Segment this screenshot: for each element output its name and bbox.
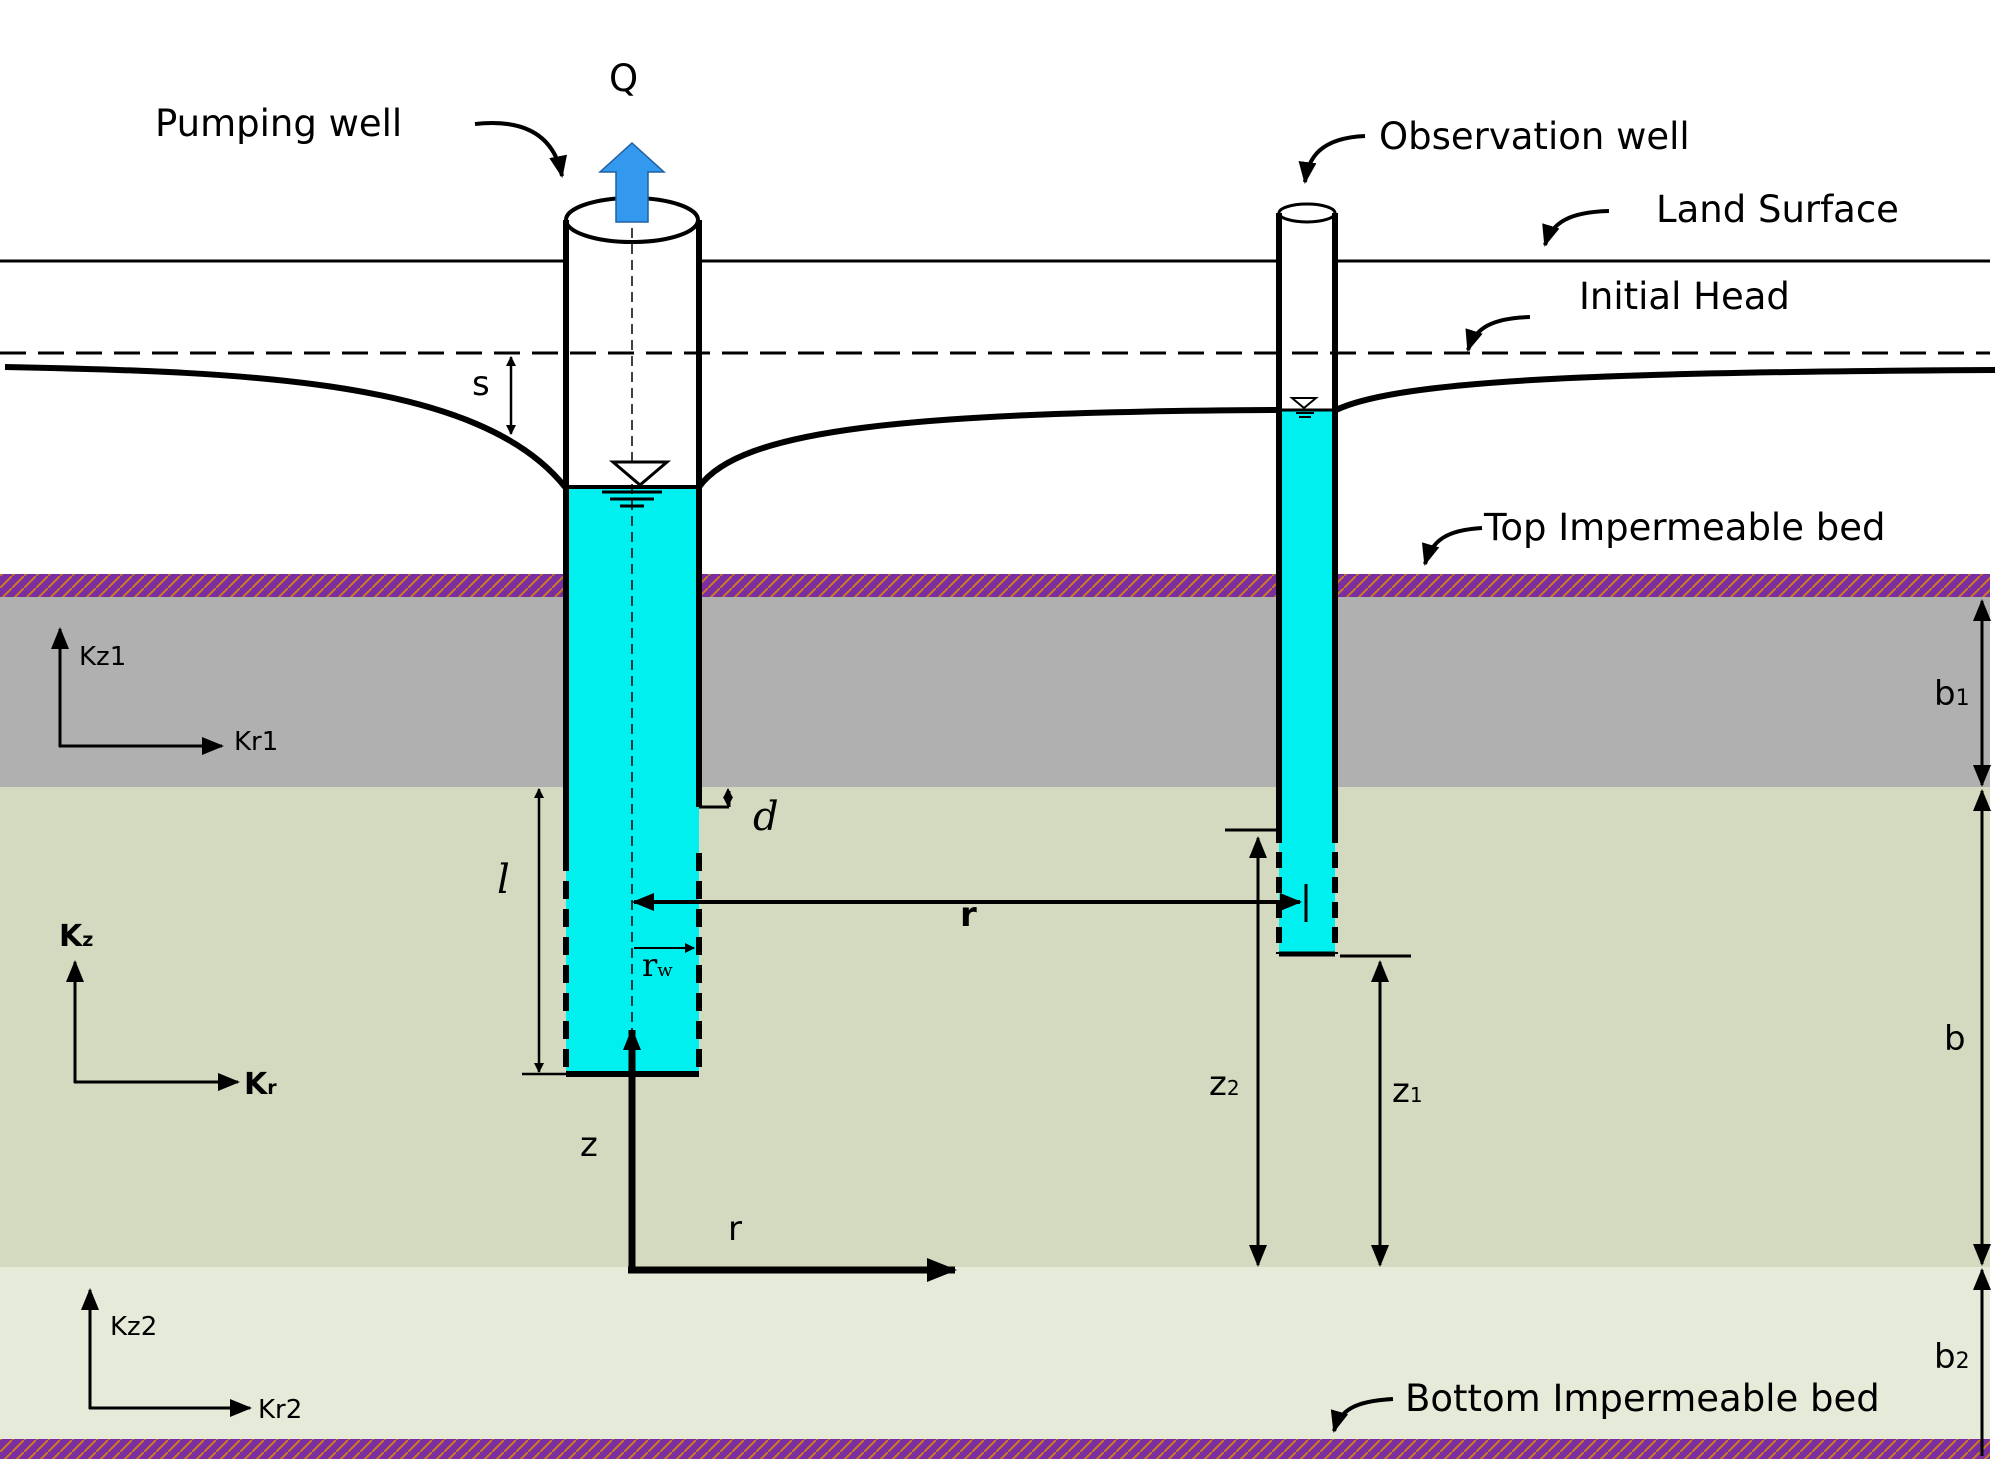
- drawdown-curve-left: [4, 364, 568, 489]
- initial-head-pointer: [1465, 315, 1531, 352]
- pumping-well-pointer: [474, 121, 568, 178]
- z2-label: z2: [1209, 1064, 1240, 1104]
- bottom-bed-pointer: [1330, 1397, 1394, 1433]
- pumping-well-label: Pumping well: [155, 102, 402, 145]
- discharge-arrow-icon: [598, 141, 666, 223]
- top-impermeable-bed-middle: [700, 574, 1278, 597]
- kz-label: Kz: [59, 919, 93, 954]
- top-bed-pointer: [1421, 526, 1483, 566]
- main-aquifer-layer: [0, 787, 1990, 1267]
- top-bed-label: Top Impermeable bed: [1483, 506, 1885, 549]
- observation-well-label: Observation well: [1379, 115, 1690, 158]
- bottom-bed-label: Bottom Impermeable bed: [1405, 1377, 1880, 1420]
- initial-head-label: Initial Head: [1579, 275, 1790, 318]
- drawdown-s-label: s: [472, 364, 490, 404]
- lower-aquitard-layer: [0, 1267, 1990, 1439]
- b1-label: b1: [1934, 674, 1970, 714]
- z1-label: z1: [1392, 1071, 1423, 1111]
- top-impermeable-bed-left: [0, 574, 566, 597]
- land-surface-pointer: [1542, 209, 1610, 247]
- observation-well-pointer: [1298, 134, 1366, 184]
- drawdown-curve-middle: [696, 407, 1279, 489]
- r-distance-label: r: [960, 895, 977, 935]
- top-impermeable-bed-right: [1335, 574, 1990, 597]
- drawdown-curve-right: [1334, 367, 1996, 413]
- land-surface-label: Land Surface: [1656, 188, 1899, 231]
- observation-well-top: [1277, 202, 1337, 224]
- l-label: l: [497, 857, 510, 903]
- kr2-label: Kr2: [258, 1395, 302, 1425]
- discharge-label: Q: [609, 57, 638, 100]
- water-table-symbol-pumping: [608, 460, 672, 487]
- water-table-symbol-observation: [1289, 397, 1319, 410]
- bottom-impermeable-bed: [0, 1439, 1990, 1459]
- r-axis-label: r: [728, 1209, 742, 1249]
- kr-label: Kr: [244, 1067, 277, 1102]
- z-axis-label: z: [580, 1125, 598, 1165]
- observation-well-water: [1279, 410, 1335, 954]
- rw-label: rw: [642, 946, 673, 984]
- d-label: d: [753, 794, 779, 840]
- b-label: b: [1944, 1019, 1966, 1059]
- b2-label: b2: [1934, 1337, 1970, 1377]
- kr1-label: Kr1: [234, 727, 278, 757]
- upper-aquitard-layer: [0, 597, 1990, 787]
- kz1-label: Kz1: [79, 642, 126, 672]
- kz2-label: Kz2: [110, 1312, 157, 1342]
